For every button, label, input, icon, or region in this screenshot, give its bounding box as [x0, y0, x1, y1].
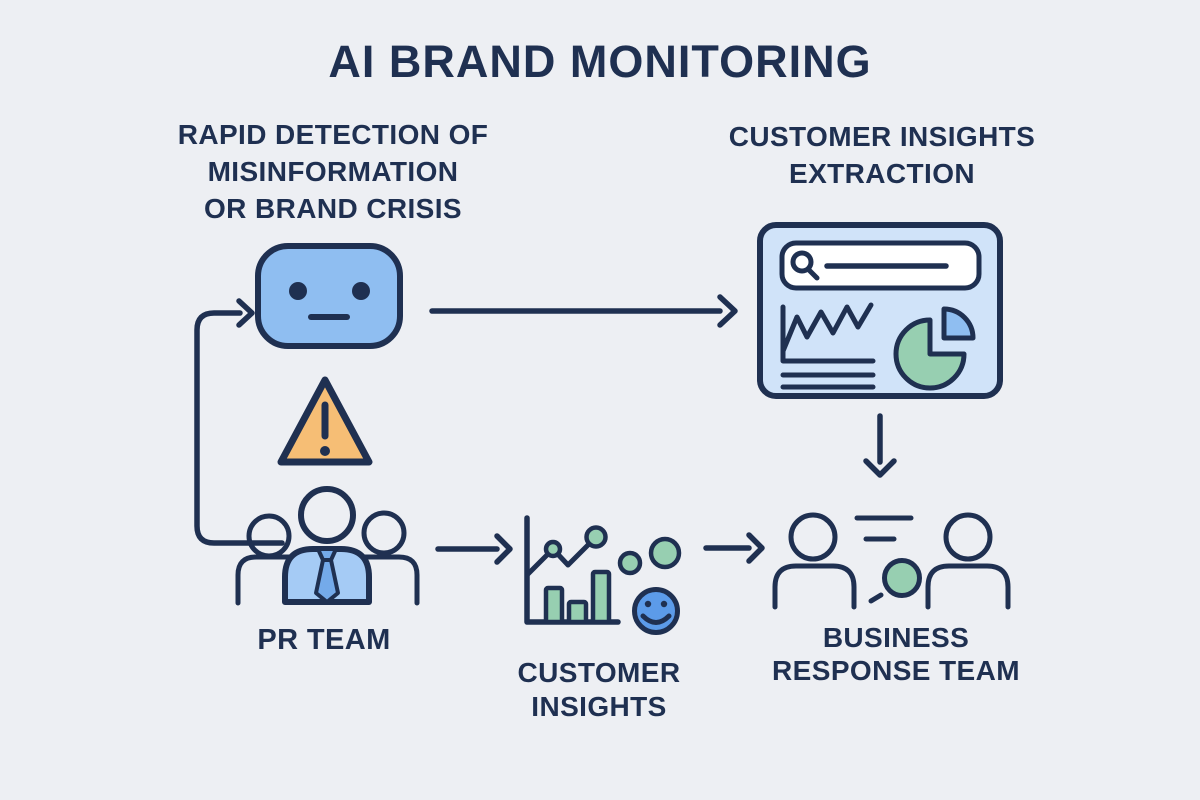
analytics-dashboard-icon — [757, 222, 1003, 399]
robot-face-icon — [255, 243, 403, 349]
customer-insights-icon — [524, 515, 682, 635]
bar-chart-bars — [543, 569, 612, 625]
robot-eye-right — [352, 282, 370, 300]
label-insights-extraction-line1: CUSTOMER INSIGHTS — [728, 121, 1036, 152]
trend-line — [525, 534, 599, 577]
arrow-pr-to-insights — [435, 533, 513, 565]
label-insights-extraction-line2: EXTRACTION — [789, 158, 975, 189]
smiley-eye-right — [660, 600, 668, 608]
warning-triangle-icon — [277, 376, 373, 466]
arrow-pr-to-robot — [194, 298, 285, 546]
label-rapid-detection-line2: MISINFORMATION — [207, 156, 459, 187]
arrowhead-icon — [717, 294, 738, 328]
bubble-small — [617, 550, 643, 576]
label-rapid-detection-line1: RAPID DETECTION OF — [177, 119, 489, 150]
trend-node-large — [584, 525, 608, 549]
label-rapid-detection-line3: OR BRAND CRISIS — [203, 193, 463, 224]
pr-team-icon — [235, 486, 420, 606]
arrowhead-icon — [494, 533, 513, 565]
magnifier-icon — [790, 250, 820, 281]
pie-chart-icon — [893, 306, 976, 391]
arrow-insights-to-team — [703, 532, 765, 564]
pr-person-right — [357, 510, 420, 606]
team-person-left — [772, 512, 857, 610]
label-customer-insights: CUSTOMER INSIGHTS — [518, 656, 681, 724]
diagram-title: AI BRAND MONITORING — [328, 36, 872, 87]
team-person-right — [925, 512, 1011, 610]
trend-zigzag — [780, 302, 874, 354]
arrowhead-icon — [863, 458, 897, 478]
discussion-green-dot — [882, 558, 922, 598]
arrowhead-icon — [746, 532, 765, 564]
smiley-face-icon — [632, 587, 680, 635]
search-bar-icon — [779, 240, 982, 291]
label-insights-extraction: CUSTOMER INSIGHTS EXTRACTION — [729, 118, 1036, 192]
pie-exploded-slice — [941, 306, 976, 341]
label-rapid-detection: RAPID DETECTION OF MISINFORMATION OR BRA… — [178, 116, 489, 227]
business-team-icon — [772, 512, 1011, 610]
label-customer-insights-line1: CUSTOMER — [517, 657, 681, 688]
label-customer-insights-line2: INSIGHTS — [531, 691, 667, 722]
arrow-dashboard-to-team — [863, 413, 897, 478]
arrowhead-icon — [236, 298, 255, 328]
label-pr-team: PR TEAM — [257, 624, 391, 656]
discussion-dot-tail — [868, 592, 884, 604]
tie-icon — [314, 547, 340, 604]
arrow-robot-to-dashboard — [429, 294, 738, 328]
label-business-response-team: BUSINESS RESPONSE TEAM — [772, 621, 1020, 687]
pr-person-center — [282, 486, 372, 605]
bubble-large — [648, 536, 682, 570]
label-business-response-team-line1: BUSINESS — [822, 622, 970, 653]
exclamation-dot — [320, 446, 330, 456]
line-chart-icon — [780, 302, 876, 390]
smiley-eye-left — [644, 600, 652, 608]
label-business-response-team-line2: RESPONSE TEAM — [772, 655, 1020, 686]
smiley-mouth — [640, 613, 672, 625]
pr-person-left — [235, 513, 301, 606]
trend-node-small — [543, 539, 563, 559]
robot-eye-left — [289, 282, 307, 300]
pie-main-slice — [893, 317, 967, 391]
